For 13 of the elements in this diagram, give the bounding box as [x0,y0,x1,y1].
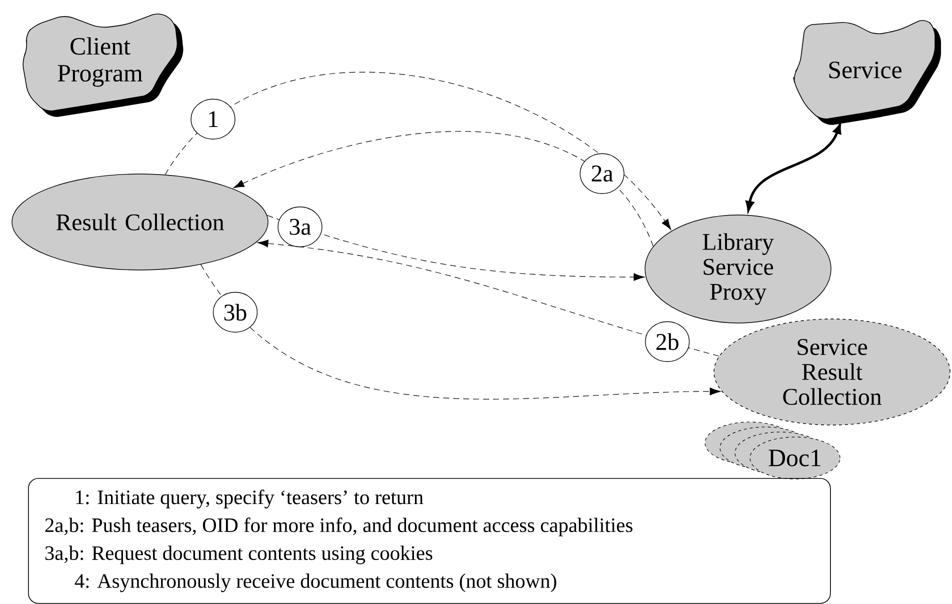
edge-label: 2a [580,153,624,194]
arrow [233,132,654,247]
document-stack: Doc1 [704,422,840,480]
edge-label: 2b [645,321,690,362]
edge-label: 3a [278,206,322,248]
arrow [257,240,720,356]
ellipse-node: Library Service Proxy [644,214,832,324]
edge-label: 1 [190,98,236,140]
edge-label: 3b [212,292,258,333]
legend-box: 1: Initiate query, specify ‘teasers’ to return 2a,b: Push teasers, OID for more info, and document access capabilities 3a,b: Request document contents using cookies 4: Asynchronously receive document contents (not shown) [28,478,831,604]
arrow [164,72,672,230]
arrow [200,264,721,400]
ellipse-node: Result Collection [12,174,268,270]
